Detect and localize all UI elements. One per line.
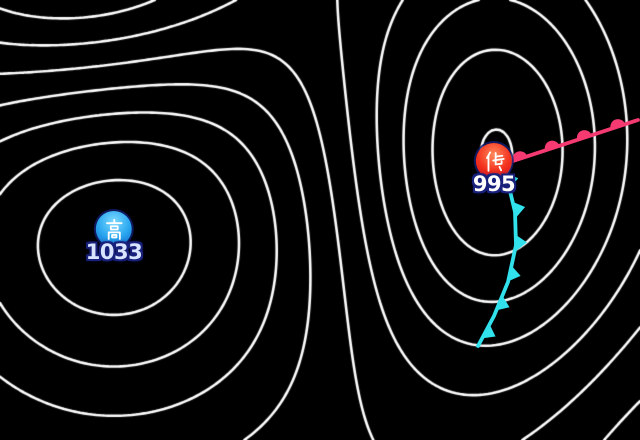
- warm-front-semicircle-pip: [576, 130, 592, 140]
- warm-front: [502, 118, 640, 166]
- warm-front-line: [502, 118, 640, 166]
- low-pressure-value: 995: [472, 172, 516, 196]
- warm-front-semicircle-pip: [512, 151, 528, 162]
- cold-front-triangle-pip: [496, 295, 510, 311]
- cold-front-triangle-pip: [508, 265, 521, 282]
- high-pressure-marker: 高 1033: [85, 211, 143, 264]
- high-pressure-symbol: 高: [95, 211, 132, 247]
- cold-front: [476, 168, 527, 348]
- cold-front-triangle-pip: [512, 201, 526, 218]
- warm-front-semicircle-pip: [610, 119, 626, 129]
- cold-front-line: [476, 168, 518, 348]
- cold-front-triangle-pip: [515, 234, 527, 251]
- high-pressure-value: 1033: [85, 240, 143, 264]
- low-pressure-marker: 低 995: [472, 143, 516, 196]
- low-pressure-symbol: 低: [476, 143, 512, 179]
- cold-front-triangle-pip: [505, 172, 519, 189]
- cold-front-triangle-pip: [482, 324, 496, 339]
- warm-front-semicircle-pip: [544, 140, 560, 151]
- low-kanji-icon: [485, 150, 505, 172]
- high-kanji-icon: [105, 218, 123, 240]
